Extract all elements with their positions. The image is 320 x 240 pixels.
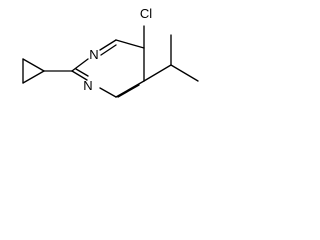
atom-label-cl: Cl (140, 6, 152, 21)
bond-c6-n1 (99, 87, 117, 98)
atom-label-n1: N (83, 78, 92, 93)
bond-c5-c6-inner (117, 84, 140, 98)
cyclopropyl-bond-3 (22, 70, 45, 84)
structure-canvas: N N Cl (0, 0, 222, 120)
bond-ch-me2 (170, 64, 199, 82)
chemical-structure-diagram: N N Cl (22, 6, 199, 98)
atom-label-n3: N (89, 47, 98, 62)
cyclopropyl-bond-1 (22, 58, 45, 72)
bond-n3-c4-inner (100, 44, 117, 56)
bond-n1-c2-inner (75, 68, 89, 77)
bond-n1-c2 (71, 70, 88, 81)
bond-n3-c4 (99, 39, 117, 51)
bond-c5-ch (143, 64, 172, 82)
bond-c4-c3 (115, 39, 145, 49)
bond-c5-c6 (115, 80, 145, 98)
bond-c2-n3 (71, 58, 89, 72)
